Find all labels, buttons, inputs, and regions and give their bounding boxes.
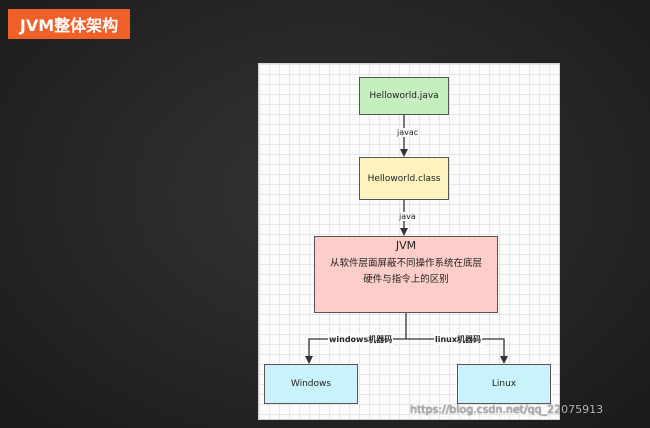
edge-label-linux: linux机器码 [434,334,483,345]
node-windows: Windows [264,364,358,404]
node-helloworld-class: Helloworld.class [359,157,449,200]
diagram-canvas: Helloworld.java javac Helloworld.class j… [258,63,560,420]
edge-label-javac: javac [396,128,420,137]
edge-label-java: java [398,212,417,221]
node-linux: Linux [457,364,551,404]
node-helloworld-java-label: Helloworld.java [369,91,439,101]
node-helloworld-class-label: Helloworld.class [367,173,441,184]
node-jvm-desc-line1: 从软件层面屏蔽不同操作系统在底层 [329,258,482,269]
node-helloworld-java: Helloworld.java [359,77,449,115]
node-jvm: JVM 从软件层面屏蔽不同操作系统在底层 硬件与指令上的区别 [314,236,498,313]
node-windows-label: Windows [290,379,332,389]
node-linux-label: Linux [491,379,517,389]
edge-label-windows: windows机器码 [328,334,394,345]
watermark-url: https://blog.csdn.net/qq_22075913 [410,403,604,416]
node-jvm-desc-line2: 硬件与指令上的区别 [363,274,449,285]
slide-title: JVM整体架构 [8,9,130,39]
node-jvm-title: JVM [395,239,417,252]
